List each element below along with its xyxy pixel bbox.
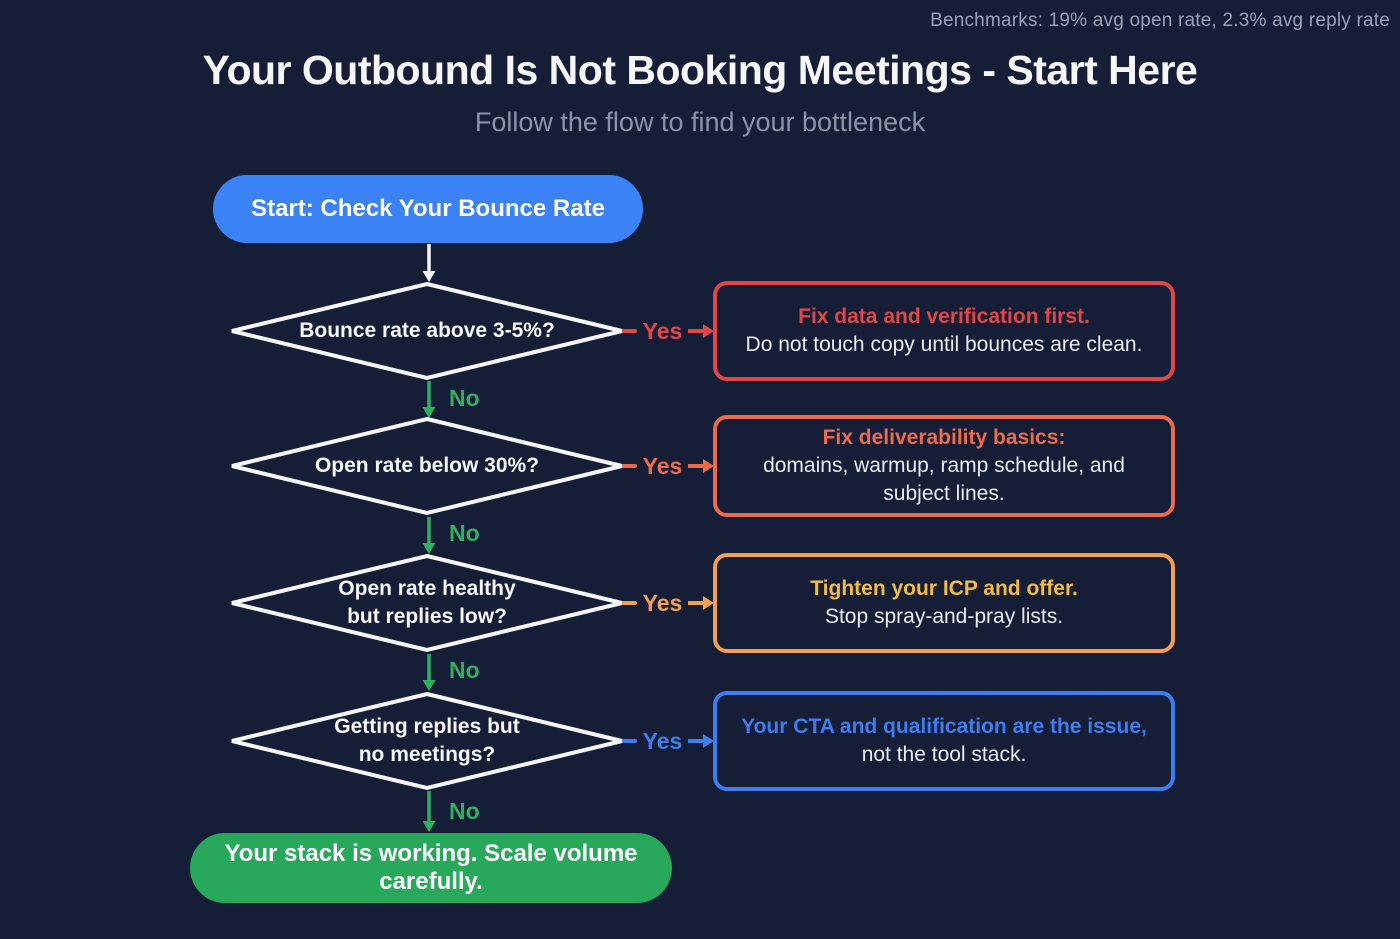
connector-line <box>622 601 637 605</box>
decision-diamond-bounce-rate: Bounce rate above 3-5%? <box>229 281 625 381</box>
yes-branch: Yes <box>622 316 714 346</box>
diamond-shape <box>231 691 623 791</box>
page-subtitle: Follow the flow to find your bottleneck <box>474 107 926 137</box>
end-node: Your stack is working. Scale volume care… <box>190 833 672 903</box>
decision-question: Getting replies but no meetings? <box>334 715 520 766</box>
decision-diamond-open-rate: Open rate below 30%? <box>229 416 625 516</box>
diamond-shape <box>231 416 623 516</box>
diamond-shape <box>231 553 623 653</box>
connector-line <box>622 329 637 333</box>
result-box-icp-offer: Tighten your ICP and offer. Stop spray-a… <box>713 553 1175 653</box>
no-arrow-icon <box>422 381 436 418</box>
decision-question: Open rate healthy but replies low? <box>338 577 516 628</box>
yes-label: Yes <box>642 317 683 344</box>
result-body: Do not touch copy until bounces are clea… <box>745 333 1143 356</box>
result-box-cta-qualification: Your CTA and qualification are the issue… <box>713 691 1175 791</box>
yes-branch: Yes <box>622 726 714 756</box>
benchmarks-note: Benchmarks: 19% avg open rate, 2.3% avg … <box>930 10 1390 31</box>
start-node-label: Start: Check Your Bounce Rate <box>251 195 605 222</box>
result-box-fix-data: Fix data and verification first. Do not … <box>713 281 1175 381</box>
no-label: No <box>449 657 480 683</box>
result-body: domains, warmup, ramp schedule, and subj… <box>763 454 1125 505</box>
page-title: Your Outbound Is Not Booking Meetings - … <box>202 47 1198 93</box>
no-arrow-icon <box>422 517 436 554</box>
result-title: Fix data and verification first. <box>798 305 1090 328</box>
result-title: Fix deliverability basics: <box>822 426 1066 449</box>
right-arrow-icon <box>688 324 714 338</box>
yes-label: Yes <box>642 452 683 479</box>
start-node: Start: Check Your Bounce Rate <box>213 175 643 243</box>
yes-branch: Yes <box>622 451 714 481</box>
no-label: No <box>449 385 480 411</box>
result-body: Stop spray-and-pray lists. <box>824 605 1064 628</box>
connector-line <box>622 739 637 743</box>
down-arrow-icon <box>422 244 436 282</box>
no-arrow-icon <box>422 791 436 832</box>
decision-diamond-replies-low: Open rate healthy but replies low? <box>229 553 625 653</box>
yes-branch: Yes <box>622 588 714 618</box>
connector-line <box>622 464 637 468</box>
yes-label: Yes <box>642 589 683 616</box>
diamond-shape <box>231 281 623 381</box>
result-title: Tighten your ICP and offer. <box>810 577 1078 600</box>
right-arrow-icon <box>688 734 714 748</box>
right-arrow-icon <box>688 596 714 610</box>
end-node-label: Your stack is working. Scale volume care… <box>224 840 638 895</box>
decision-question: Open rate below 30%? <box>314 454 540 477</box>
no-label: No <box>449 798 480 824</box>
result-box-deliverability: Fix deliverability basics: domains, warm… <box>713 415 1175 517</box>
no-label: No <box>449 520 480 546</box>
result-body: not the tool stack. <box>861 743 1027 766</box>
right-arrow-icon <box>688 459 714 473</box>
decision-question: Bounce rate above 3-5%? <box>299 319 555 342</box>
no-arrow-icon <box>422 654 436 691</box>
decision-diamond-no-meetings: Getting replies but no meetings? <box>229 691 625 791</box>
result-title: Your CTA and qualification are the issue… <box>741 715 1147 738</box>
yes-label: Yes <box>642 727 683 754</box>
